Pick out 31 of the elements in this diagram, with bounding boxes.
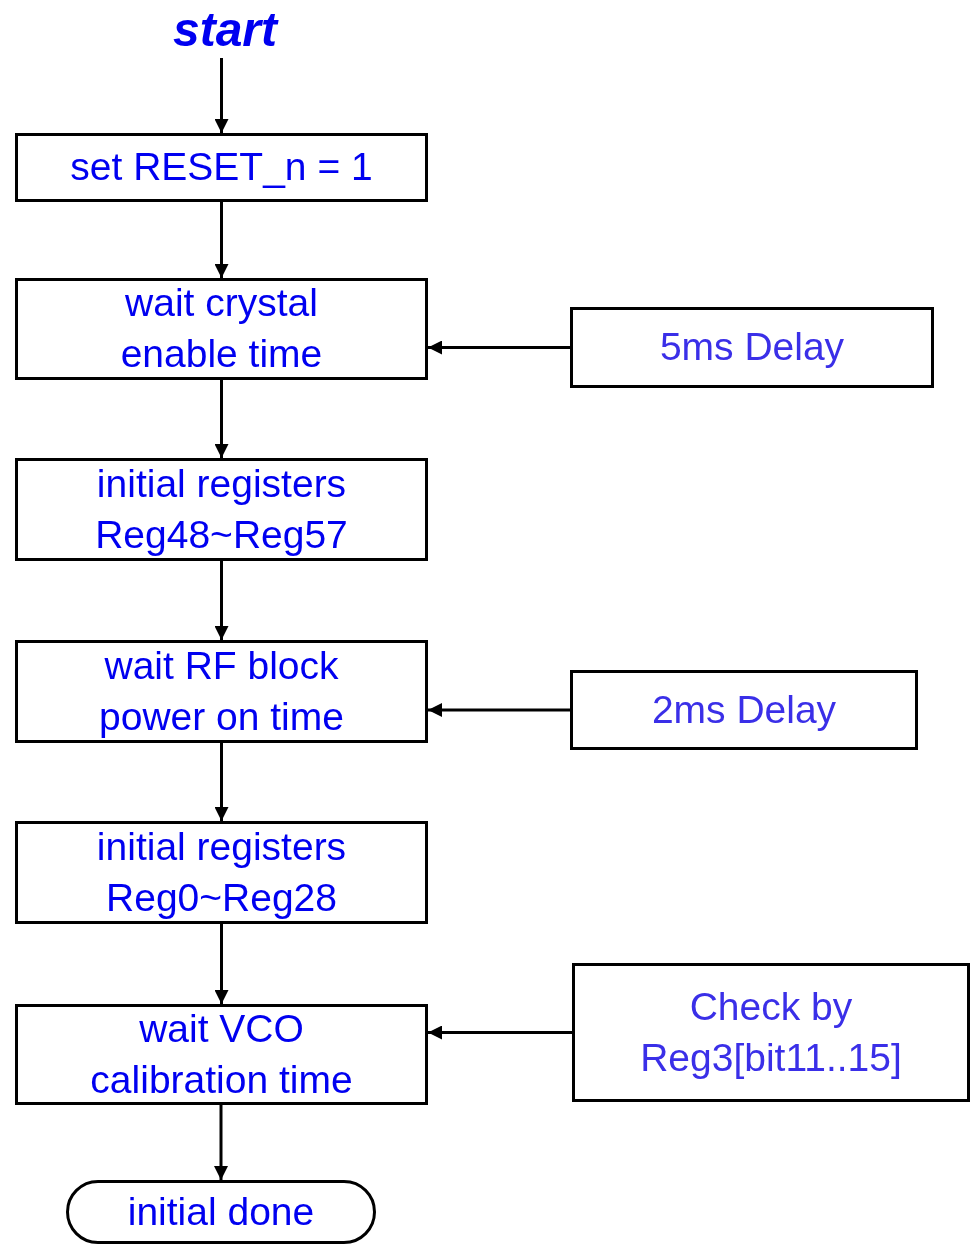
process-box — [15, 821, 428, 924]
arrow — [214, 924, 229, 1004]
note-box — [570, 670, 918, 750]
node-text: initial registers Reg48~Reg57 — [94, 460, 349, 558]
arrow — [214, 380, 229, 458]
node-text: initial done — [127, 1188, 315, 1235]
node-text: 2ms Delay — [651, 686, 837, 733]
arrow — [428, 1025, 572, 1040]
arrow — [428, 340, 570, 355]
process-box — [15, 1004, 428, 1105]
node-text: Check by Reg3[bit11..15] — [639, 983, 903, 1081]
arrow — [214, 58, 229, 133]
arrow — [214, 1105, 228, 1180]
process-box — [15, 133, 428, 202]
note-box — [572, 963, 970, 1102]
node-text: wait RF block power on time — [98, 642, 345, 740]
process-box — [15, 278, 428, 380]
terminal-box — [66, 1180, 376, 1244]
arrow — [214, 743, 229, 821]
process-box — [15, 458, 428, 561]
start-label: start — [172, 1, 277, 58]
note-box — [570, 307, 934, 388]
node-text: initial registers Reg0~Reg28 — [95, 823, 348, 921]
node-text: wait crystal enable time — [119, 280, 324, 377]
process-box — [15, 640, 428, 743]
arrow — [214, 561, 229, 640]
arrow — [428, 703, 570, 717]
node-text: 5ms Delay — [659, 324, 845, 371]
arrow — [214, 202, 229, 278]
node-text: set RESET_n = 1 — [70, 144, 373, 191]
node-text: wait VCO calibration time — [89, 1005, 354, 1103]
